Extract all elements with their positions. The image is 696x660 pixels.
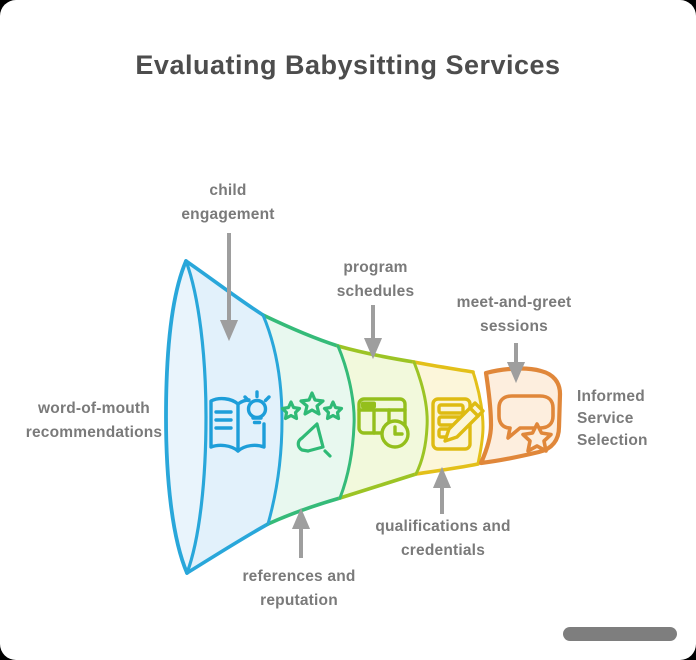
input-label-line2: recommendations: [25, 424, 163, 441]
stage-5-label-line2: sessions: [480, 318, 548, 335]
funnel-mouth: [166, 261, 206, 573]
stage-1-segment: [186, 261, 282, 573]
stage-3-segment: [338, 346, 428, 498]
document-pencil-icon: [431, 397, 485, 451]
stage-5-label-line1: meet-and-greet: [456, 294, 572, 311]
stage-1-label-line1: child: [209, 182, 247, 199]
stage-1-label: child engagement: [148, 179, 308, 227]
stage-2-label-line1: references and: [242, 568, 356, 585]
stage-4-label-line1: qualifications and: [375, 518, 511, 535]
speech-bubble-star-icon: [497, 394, 555, 453]
stage-3-label: program schedules: [293, 256, 458, 304]
stage-2-label-line2: reputation: [260, 592, 338, 609]
stage-2-segment: [263, 315, 355, 524]
connector-lines: [219, 233, 526, 558]
stage-5-segment: [478, 366, 563, 466]
funnel-output-label: Informed Service Selection: [577, 386, 689, 452]
connector-stage-1: [219, 233, 239, 342]
funnel-segments: [166, 261, 483, 573]
output-label-line2: Service: [577, 410, 634, 427]
watermark-badge[interactable]: [563, 627, 677, 641]
output-label-line1: Informed: [577, 388, 645, 405]
output-label-line3: Selection: [577, 432, 648, 449]
stage-2-label: references and reputation: [213, 565, 385, 613]
stage-5-label: meet-and-greet sessions: [430, 291, 598, 339]
table-clock-icon: [357, 397, 410, 449]
input-label-line1: word-of-mouth: [38, 400, 150, 417]
stage-4-label-line2: credentials: [400, 542, 486, 559]
stage-3-label-line2: schedules: [336, 283, 415, 300]
stage-1-label-line2: engagement: [181, 206, 275, 223]
connector-stage-5: [506, 343, 526, 384]
connector-stage-2: [291, 507, 311, 558]
stage-4-label: qualifications and credentials: [358, 515, 528, 563]
page-title: Evaluating Babysitting Services: [135, 50, 561, 80]
connector-stage-3: [363, 305, 383, 360]
stars-megaphone-icon: [280, 391, 344, 458]
funnel-input-label: word-of-mouth recommendations: [18, 397, 170, 445]
funnel-outlines: [164, 259, 485, 575]
stage-3-label-line1: program: [343, 259, 408, 276]
connector-stage-4: [432, 466, 452, 514]
book-lightbulb-icon: [209, 390, 271, 453]
